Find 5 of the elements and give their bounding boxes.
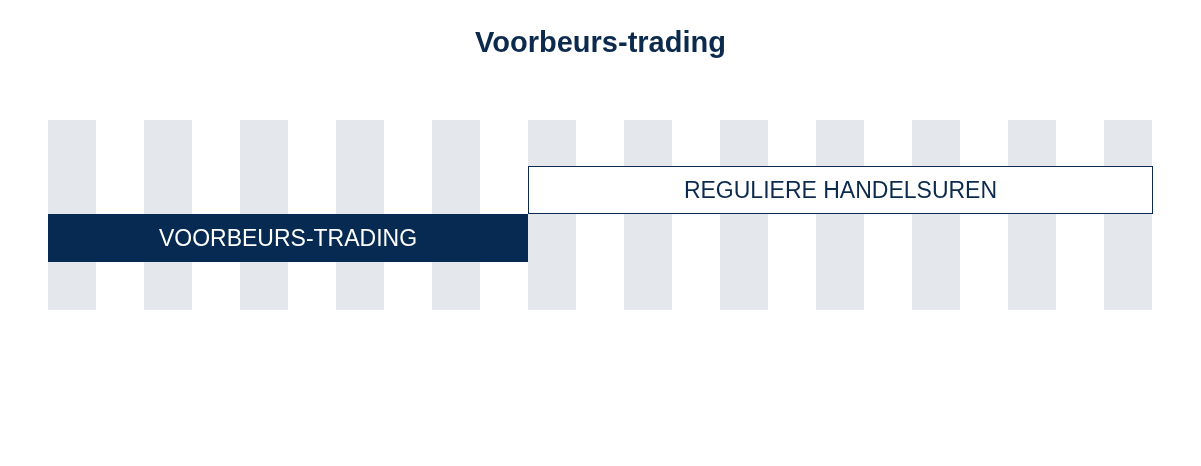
bar-label: REGULIERE HANDELSUREN bbox=[683, 176, 998, 204]
session-bar bbox=[48, 214, 528, 262]
diagram-title: Voorbeurs-trading bbox=[474, 26, 727, 59]
session-bar bbox=[528, 166, 1153, 214]
bar-label: VOORBEURS-TRADING bbox=[158, 224, 418, 252]
